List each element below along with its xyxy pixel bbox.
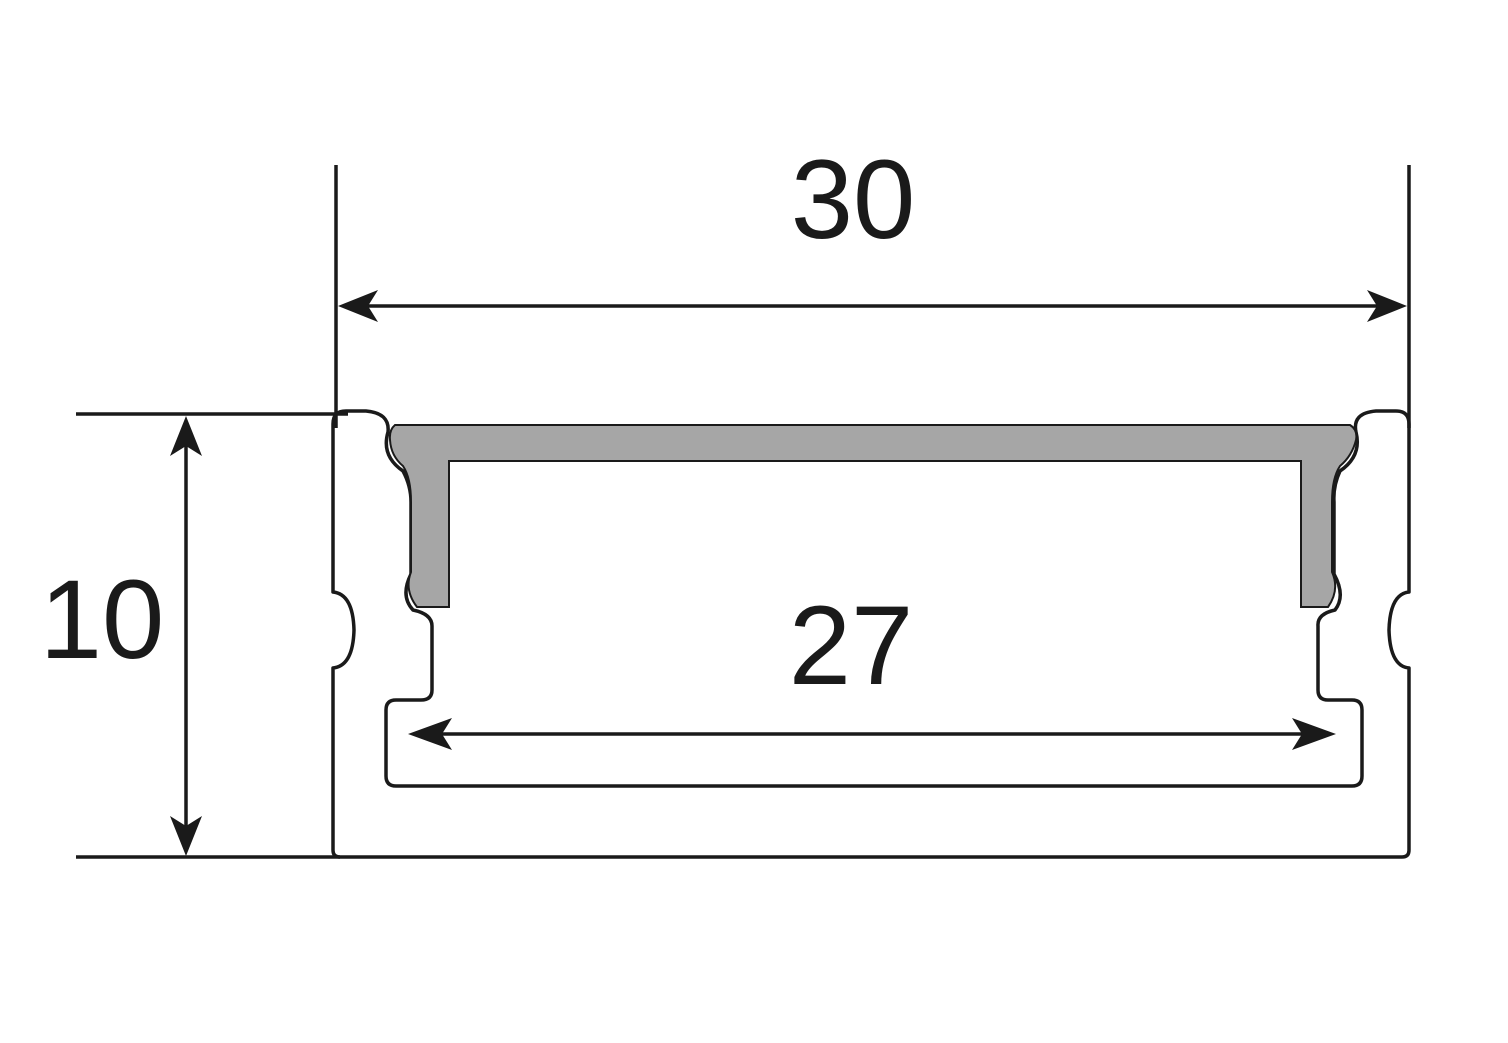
arrowhead-left <box>338 290 378 322</box>
arrowhead-inner-right <box>1292 718 1336 750</box>
arrowhead-bottom <box>170 816 202 856</box>
profile-outline <box>331 409 1411 859</box>
dimension-inner-width: 27 <box>408 583 1336 750</box>
dimension-label-overall-width: 30 <box>791 137 916 262</box>
arrowhead-top <box>170 416 202 456</box>
dimension-height: 10 <box>40 416 202 856</box>
arrowhead-right <box>1367 290 1407 322</box>
dimension-label-height: 10 <box>40 557 165 682</box>
dimension-label-inner-width: 27 <box>789 583 914 708</box>
arrowhead-inner-left <box>408 718 452 750</box>
diffuser-cover <box>388 424 1358 608</box>
extension-lines <box>76 165 1411 859</box>
dimension-overall-width: 30 <box>338 137 1407 322</box>
